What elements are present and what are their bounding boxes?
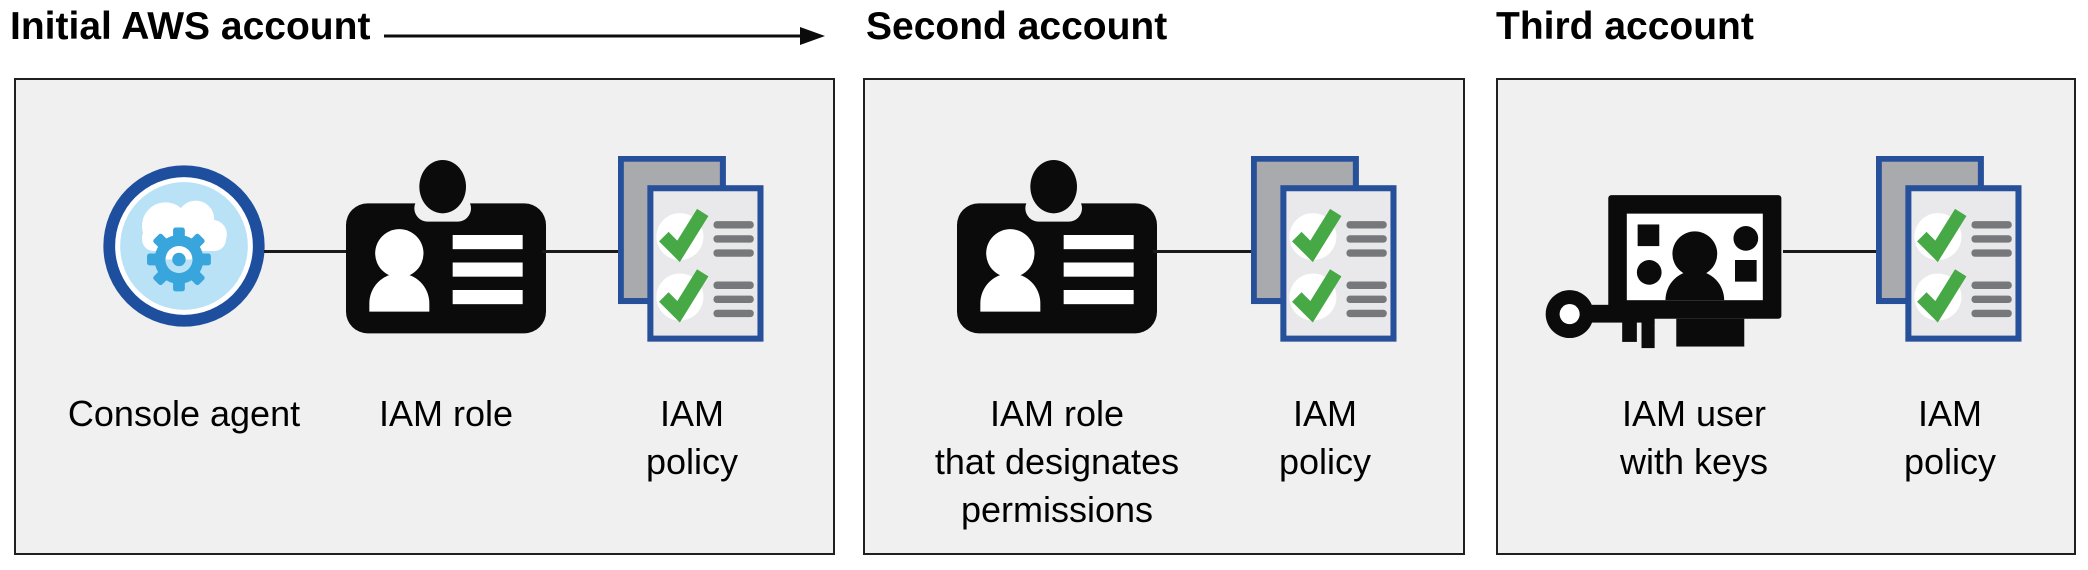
iam-policy-icon [1876, 156, 2022, 342]
panel-initial-aws-account: Console agent IAM role IAM policy [14, 78, 835, 555]
label-console-agent: Console agent [67, 393, 301, 434]
connector-line [264, 250, 350, 253]
connector-line [1153, 250, 1253, 253]
iam-policy-icon [1251, 156, 1397, 342]
iam-policy-icon [618, 156, 764, 342]
heading-second-account: Second account [866, 5, 1168, 48]
label-iam-user-with-keys: IAM user with keys [1619, 393, 1769, 482]
console-agent-icon [103, 165, 265, 327]
arrow-right-icon [384, 27, 825, 45]
label-iam-policy: IAM policy [1278, 393, 1372, 482]
gear-shape [147, 227, 211, 292]
label-iam-role: IAM role [378, 393, 514, 434]
iam-user-keys-icon [1545, 195, 1782, 349]
iam-role-icon [346, 160, 546, 334]
iam-role-icon [957, 160, 1157, 334]
heading-third-account: Third account [1496, 5, 1754, 48]
panel-third-account: IAM user with keys IAM policy [1496, 78, 2076, 555]
label-iam-policy: IAM policy [1903, 393, 1997, 482]
heading-initial-aws-account: Initial AWS account [10, 5, 371, 48]
connector-line [1783, 250, 1880, 253]
key-shape [1545, 290, 1655, 349]
connector-line [542, 250, 622, 253]
label-iam-role-designates-permissions: IAM role that designates permissions [934, 393, 1180, 530]
label-iam-policy: IAM policy [645, 393, 739, 482]
panel-second-account: IAM role that designates permissions IAM… [863, 78, 1465, 555]
